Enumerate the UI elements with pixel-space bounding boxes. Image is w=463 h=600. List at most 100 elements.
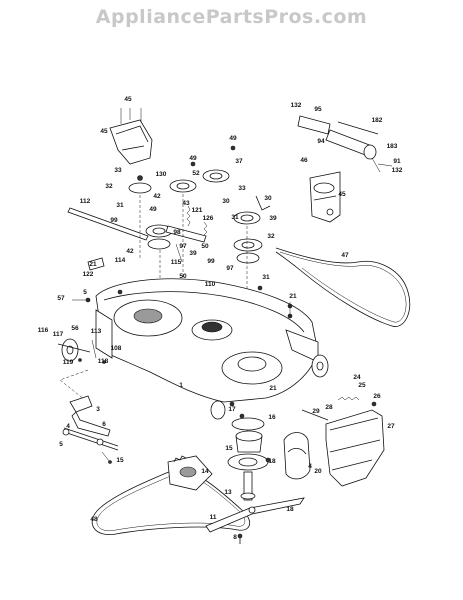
callout-28[interactable]: 28 xyxy=(325,404,333,411)
callout-99b[interactable]: 99 xyxy=(207,258,215,265)
lower-pulley-assembly[interactable] xyxy=(167,455,213,491)
callout-18[interactable]: 18 xyxy=(268,458,276,465)
callout-119[interactable]: 119 xyxy=(63,359,74,366)
callout-21b[interactable]: 21 xyxy=(289,293,297,300)
callout-48[interactable]: 48 xyxy=(90,516,98,523)
callout-112[interactable]: 112 xyxy=(80,198,91,205)
pulley-right[interactable] xyxy=(233,195,271,264)
callout-118[interactable]: 118 xyxy=(98,358,109,365)
lift-bracket[interactable] xyxy=(62,395,119,464)
deflector-rod-assembly[interactable] xyxy=(297,115,393,173)
pulley-top-center[interactable] xyxy=(169,145,236,193)
callout-97[interactable]: 97 xyxy=(179,243,187,250)
callout-108[interactable]: 108 xyxy=(111,345,122,352)
callout-31[interactable]: 31 xyxy=(116,202,124,209)
callout-4b[interactable]: 4 xyxy=(308,463,312,470)
callout-39[interactable]: 39 xyxy=(269,215,277,222)
callout-132[interactable]: 132 xyxy=(291,102,302,109)
callout-130[interactable]: 130 xyxy=(156,171,167,178)
callout-8[interactable]: 8 xyxy=(233,534,237,541)
gauge-wheel-right[interactable] xyxy=(311,354,329,378)
callout-14[interactable]: 14 xyxy=(201,468,209,475)
callout-42[interactable]: 42 xyxy=(153,193,161,200)
callout-42b[interactable]: 42 xyxy=(126,248,134,255)
callout-45c[interactable]: 45 xyxy=(338,191,346,198)
callout-30[interactable]: 30 xyxy=(222,198,230,205)
callout-46[interactable]: 46 xyxy=(300,157,308,164)
callout-99[interactable]: 99 xyxy=(110,217,118,224)
callout-122[interactable]: 122 xyxy=(83,271,94,278)
callout-17[interactable]: 17 xyxy=(228,406,236,413)
callout-31c[interactable]: 31 xyxy=(262,274,270,281)
callout-113[interactable]: 113 xyxy=(91,328,102,335)
callout-1[interactable]: 1 xyxy=(179,382,183,389)
callout-32b[interactable]: 32 xyxy=(267,233,275,240)
callout-95[interactable]: 95 xyxy=(314,106,322,113)
callout-39b[interactable]: 39 xyxy=(189,250,197,257)
callout-57[interactable]: 57 xyxy=(57,295,65,302)
callout-5[interactable]: 5 xyxy=(83,289,87,296)
callout-18b[interactable]: 18 xyxy=(286,506,294,513)
callout-47[interactable]: 47 xyxy=(341,252,349,259)
callout-26[interactable]: 26 xyxy=(373,393,381,400)
callout-5b[interactable]: 5 xyxy=(59,441,63,448)
discharge-chute[interactable] xyxy=(283,432,311,480)
mower-blade[interactable] xyxy=(205,497,305,544)
idler-arm[interactable] xyxy=(165,205,208,263)
callout-45[interactable]: 45 xyxy=(124,96,132,103)
callout-15b[interactable]: 15 xyxy=(225,445,233,452)
callout-27[interactable]: 27 xyxy=(387,423,395,430)
callout-3[interactable]: 3 xyxy=(96,406,100,413)
callout-115[interactable]: 115 xyxy=(171,259,182,266)
callout-33[interactable]: 33 xyxy=(114,167,122,174)
callout-20[interactable]: 20 xyxy=(314,468,322,475)
callout-43[interactable]: 43 xyxy=(182,200,190,207)
callout-50b[interactable]: 50 xyxy=(179,273,187,280)
deflector-hardware[interactable] xyxy=(301,396,377,421)
callout-29[interactable]: 29 xyxy=(312,408,320,415)
callout-6[interactable]: 6 xyxy=(102,421,106,428)
callout-21[interactable]: 21 xyxy=(89,261,97,268)
callout-116[interactable]: 116 xyxy=(38,327,49,334)
callout-37[interactable]: 37 xyxy=(235,158,243,165)
spindle-stack[interactable] xyxy=(227,413,271,501)
callout-11[interactable]: 11 xyxy=(210,514,217,521)
callout-52[interactable]: 52 xyxy=(192,170,200,177)
callout-49[interactable]: 49 xyxy=(229,135,237,142)
callout-114[interactable]: 114 xyxy=(115,257,126,264)
callout-15[interactable]: 15 xyxy=(116,457,124,464)
callout-182[interactable]: 182 xyxy=(372,117,383,124)
callout-94[interactable]: 94 xyxy=(317,138,325,145)
belt-cover-left[interactable] xyxy=(109,108,153,165)
callout-24[interactable]: 24 xyxy=(353,374,361,381)
callout-33b[interactable]: 33 xyxy=(238,185,246,192)
belt-48[interactable] xyxy=(91,467,251,536)
callout-183[interactable]: 183 xyxy=(387,143,398,150)
callout-98[interactable]: 98 xyxy=(173,229,181,236)
callout-21c[interactable]: 21 xyxy=(269,385,277,392)
callout-117[interactable]: 117 xyxy=(53,331,64,338)
chute-deflector-27[interactable] xyxy=(325,409,385,487)
belt-47[interactable] xyxy=(275,247,411,327)
callout-97b[interactable]: 97 xyxy=(226,265,234,272)
gauge-wheel-front[interactable] xyxy=(210,400,226,420)
callout-126[interactable]: 126 xyxy=(203,215,214,222)
callout-49c[interactable]: 49 xyxy=(149,206,157,213)
callout-91[interactable]: 91 xyxy=(393,158,401,165)
callout-31b[interactable]: 31 xyxy=(231,214,239,221)
gauge-wheel-left[interactable] xyxy=(57,338,91,362)
callout-56[interactable]: 56 xyxy=(71,325,79,332)
callout-45b[interactable]: 45 xyxy=(100,128,108,135)
support-rod[interactable] xyxy=(67,207,149,271)
callout-25[interactable]: 25 xyxy=(358,382,366,389)
callout-13[interactable]: 13 xyxy=(224,489,232,496)
callout-49b[interactable]: 49 xyxy=(189,155,197,162)
mower-deck[interactable] xyxy=(95,278,319,403)
callout-121[interactable]: 121 xyxy=(192,207,203,214)
belt-cover-right[interactable] xyxy=(309,171,341,223)
callout-132b[interactable]: 132 xyxy=(392,167,403,174)
callout-110[interactable]: 110 xyxy=(205,281,216,288)
callout-16[interactable]: 16 xyxy=(268,414,276,421)
callout-4[interactable]: 4 xyxy=(66,423,70,430)
callout-30b[interactable]: 30 xyxy=(264,195,272,202)
